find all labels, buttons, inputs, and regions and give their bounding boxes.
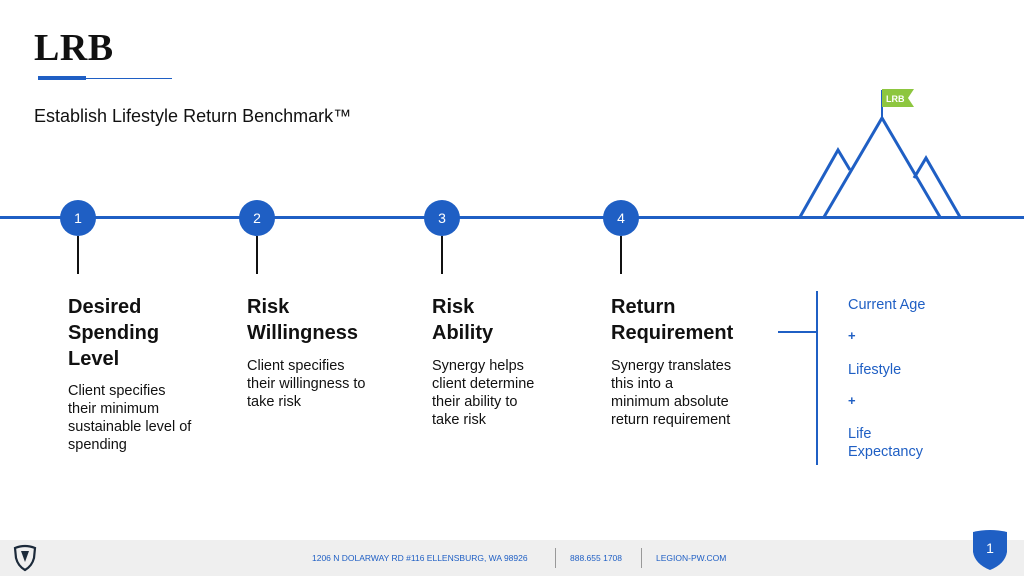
step-3-desc-line: take risk [432, 412, 486, 428]
factors-bracket [816, 291, 818, 465]
step-4-title: Return Requirement [611, 294, 733, 346]
step-2-desc-line: their willingness to [247, 376, 366, 392]
step-3-title-line: Risk [432, 296, 475, 318]
step-1-desc-line: sustainable level of [68, 419, 192, 435]
step-3-desc-line: Synergy helps [432, 358, 524, 374]
mountain-graphic: LRB [798, 89, 962, 218]
step-1-stem [77, 236, 79, 274]
factor-plus: + [848, 393, 856, 408]
step-3-stem [441, 236, 443, 274]
step-2-desc-line: Client specifies [247, 358, 345, 374]
flag-icon [882, 89, 914, 107]
timeline-line [0, 216, 1024, 219]
factor-lifestyle: Lifestyle [848, 362, 902, 378]
step-1-title-line: Spending [68, 322, 160, 344]
factor-life-expectancy-line: Expectancy [848, 444, 923, 460]
step-2-title-line: Willingness [247, 322, 358, 344]
step-1-desc-line: spending [68, 437, 127, 453]
step-3-marker: 3 [424, 200, 460, 236]
title-underline-accent [38, 76, 86, 80]
step-1-marker: 1 [60, 200, 96, 236]
factor-life-expectancy: Life Expectancy [848, 425, 923, 461]
factor-life-expectancy-line: Life [848, 426, 872, 442]
step-3-desc-line: client determine [432, 376, 535, 392]
step-3-description: Synergy helps client determine their abi… [432, 357, 534, 429]
slide-title: LRB [34, 27, 114, 69]
step-1-desc-line: their minimum [68, 401, 160, 417]
slide-subtitle: Establish Lifestyle Return Benchmark™ [34, 106, 352, 126]
footer-bar [0, 540, 1024, 576]
step-4-stem [620, 236, 622, 274]
shield-logo-icon [13, 544, 37, 572]
footer-divider [641, 548, 642, 568]
footer-divider [555, 548, 556, 568]
step-2-stem [256, 236, 258, 274]
page-number-shield-icon [973, 530, 1007, 570]
footer-website[interactable]: LEGION-PW.COM [656, 553, 727, 563]
step-3-title-line: Ability [432, 322, 494, 344]
step-3-title: Risk Ability [432, 294, 493, 346]
step-2-title-line: Risk [247, 296, 290, 318]
step-4-desc-line: this into a [611, 376, 674, 392]
step-4-desc-line: return requirement [611, 412, 731, 428]
step-2-description: Client specifies their willingness to ta… [247, 357, 365, 411]
step-1-description: Client specifies their minimum sustainab… [68, 382, 191, 454]
factors-connector [778, 331, 818, 333]
step-4-title-line: Requirement [611, 322, 734, 344]
step-4-desc-line: Synergy translates [611, 358, 732, 374]
mountain-main-peak [822, 115, 942, 218]
flag-label: LRB [886, 94, 905, 104]
step-1-title: Desired Spending Level [68, 294, 159, 372]
step-2-title: Risk Willingness [247, 294, 358, 346]
step-2-marker: 2 [239, 200, 275, 236]
step-4-description: Synergy translates this into a minimum a… [611, 357, 731, 429]
step-4-desc-line: minimum absolute [611, 394, 729, 410]
step-2-desc-line: take risk [247, 394, 301, 410]
step-4-title-line: Return [611, 296, 676, 318]
footer-phone: 888.655 1708 [570, 553, 622, 563]
step-1-title-line: Desired [68, 296, 142, 318]
step-4-marker: 4 [603, 200, 639, 236]
mountain-right-peak [912, 155, 962, 218]
step-1-desc-line: Client specifies [68, 383, 166, 399]
step-1-title-line: Level [68, 348, 120, 370]
step-3-desc-line: their ability to [432, 394, 518, 410]
footer-address: 1206 N DOLARWAY RD #116 ELLENSBURG, WA 9… [312, 553, 528, 563]
factor-plus: + [848, 328, 856, 343]
title-underline [38, 78, 172, 79]
page-number: 1 [986, 540, 994, 556]
mountain-left-peak [798, 147, 852, 218]
factor-current-age: Current Age [848, 297, 926, 313]
